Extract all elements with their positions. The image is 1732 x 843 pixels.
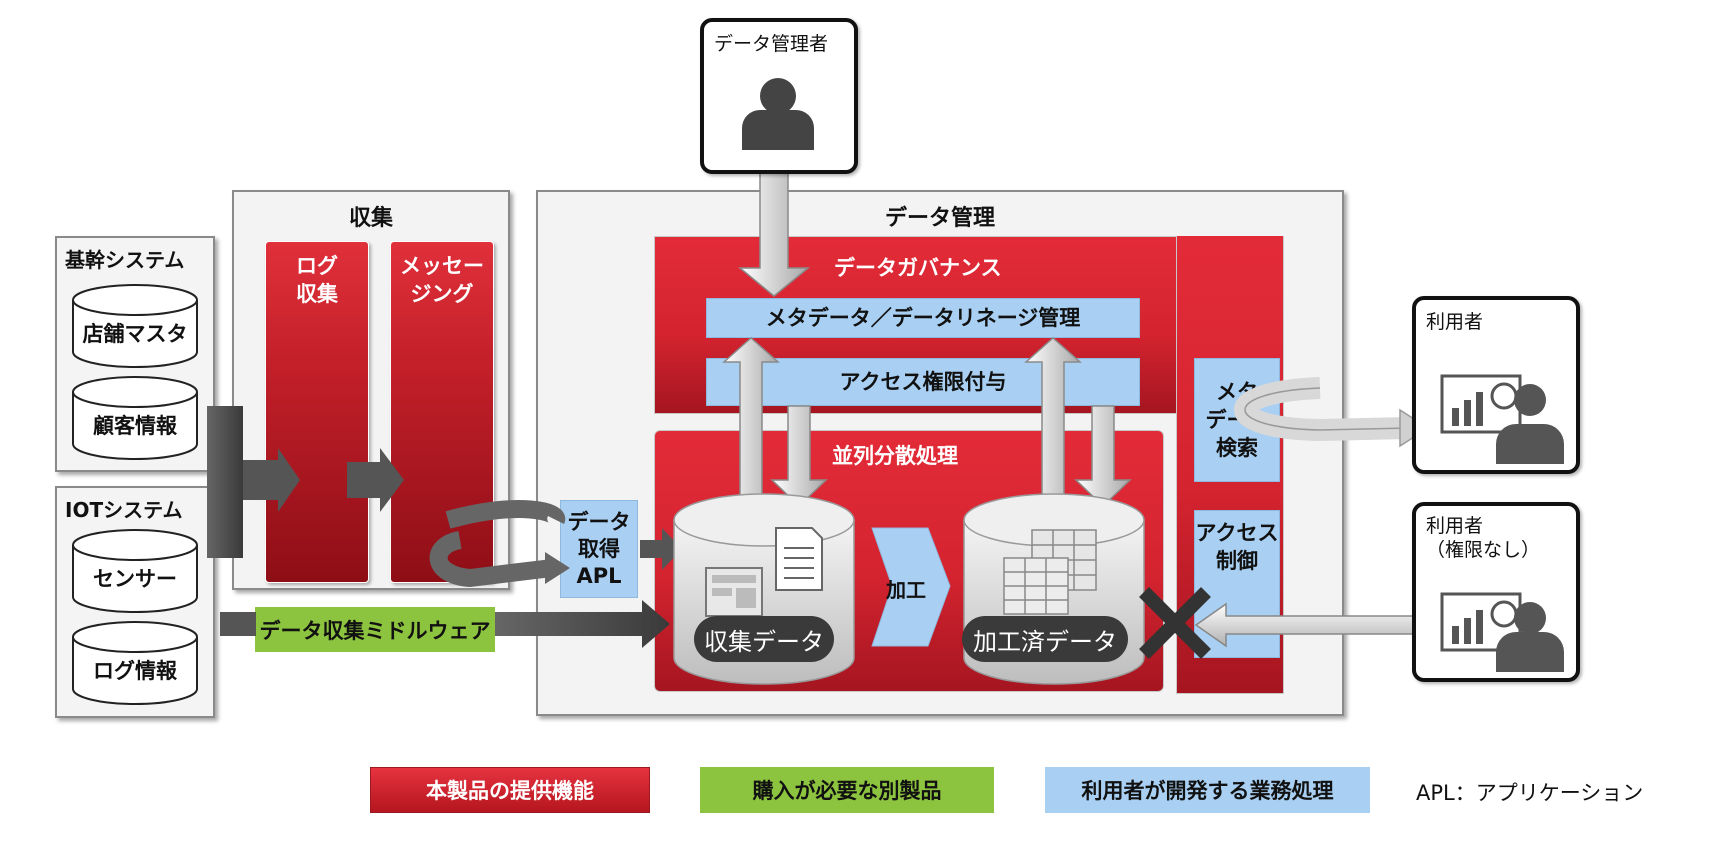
person-icon	[742, 78, 814, 150]
messaging-label-2: ジング	[410, 282, 474, 306]
messaging-to-apl-arrow	[429, 531, 554, 588]
messaging-column: メッセー ジング	[390, 241, 494, 583]
parallel-processing-title: 並列分散処理	[832, 444, 958, 468]
access-control-label-1: アクセス	[1195, 521, 1279, 545]
user-no-permission-label-1: 利用者	[1426, 515, 1484, 537]
admin-to-metadata-arrow	[737, 171, 811, 297]
user-label: 利用者	[1426, 311, 1484, 333]
table-icon	[1003, 529, 1097, 615]
user-to-access-control-arrow	[1194, 602, 1421, 648]
data-apl-label-3: APL	[576, 563, 622, 588]
iot-system-title: IOTシステム	[65, 498, 183, 522]
access-to-collected-arrow	[770, 405, 828, 508]
collect-to-messaging-arrow	[347, 448, 404, 512]
deny-x-icon	[1139, 587, 1211, 659]
legend-user-dev: 利用者が開発する業務処理	[1045, 767, 1370, 813]
presentation-person-icon-2	[1440, 592, 1564, 672]
collected-data-label: 収集データ	[694, 616, 834, 662]
apl-to-collected-arrow	[640, 528, 682, 570]
legend-product: 本製品の提供機能	[370, 767, 650, 813]
collected-to-metadata-arrow	[722, 336, 780, 507]
metadata-search-label-3: 検索	[1216, 436, 1258, 460]
data-management-title: データ管理	[884, 206, 995, 231]
data-apl-label-2: 取得	[578, 536, 620, 561]
access-grant-box: アクセス権限付与	[706, 358, 1140, 406]
access-to-processed-arrow	[1074, 405, 1132, 508]
data-apl-box: データ 取得 APL	[560, 500, 638, 598]
source-item-store-master: 店舗マスタ	[82, 322, 188, 346]
source-connector-arrow	[207, 406, 300, 558]
middleware-arrow	[220, 600, 670, 648]
form-icon	[705, 567, 763, 617]
processed-data-label: 加工済データ	[962, 616, 1128, 662]
access-control-label-2: 制御	[1216, 549, 1258, 573]
log-collect-column: ログ 収集	[265, 241, 369, 583]
legend-purchase: 購入が必要な別製品	[700, 767, 994, 813]
process-label: 加工	[886, 578, 926, 602]
presentation-person-icon	[1440, 374, 1564, 464]
legend-apl-note: APL：アプリケーション	[1416, 781, 1644, 805]
kikan-system-title: 基幹システム	[65, 248, 185, 272]
source-item-log: ログ情報	[93, 659, 177, 683]
user-no-permission-label-2: （権限なし）	[1426, 539, 1541, 561]
cylinder-shape	[72, 284, 198, 705]
process-chevron	[871, 527, 951, 647]
log-collect-label-1: ログ	[296, 254, 338, 278]
source-item-sensor: センサー	[93, 567, 177, 591]
governance-title: データガバナンス	[834, 256, 1002, 280]
source-item-customer: 顧客情報	[93, 414, 177, 438]
data-admin-label: データ管理者	[714, 33, 829, 55]
processed-to-metadata-arrow	[1024, 336, 1082, 507]
metadata-search-box: メタ データ 検索	[1194, 358, 1280, 482]
data-admin-actor: データ管理者	[700, 18, 858, 174]
collect-title: 収集	[348, 206, 393, 231]
data-apl-label-1: データ	[567, 509, 631, 534]
document-icon	[775, 527, 823, 591]
middleware-box: データ収集ミドルウェア	[255, 607, 495, 652]
log-collect-label-2: 収集	[296, 282, 338, 306]
user-no-permission-actor: 利用者 （権限なし）	[1412, 502, 1580, 682]
metadata-lineage-box: メタデータ／データリネージ管理	[706, 298, 1140, 338]
messaging-label-1: メッセー	[400, 254, 484, 278]
